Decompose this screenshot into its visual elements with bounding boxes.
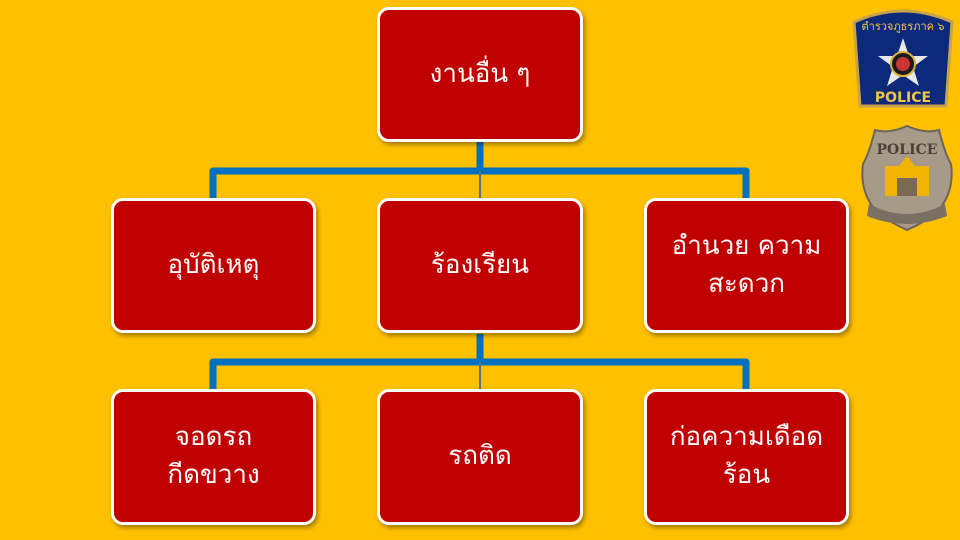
node-label: ก่อความเดือดร้อน <box>669 422 824 490</box>
node-other-work[interactable]: งานอื่น ๆ <box>377 7 583 142</box>
node-complaint[interactable]: ร้องเรียน <box>377 198 583 333</box>
node-label: อุบัติเหตุ <box>167 249 260 280</box>
svg-text:ตำรวจภูธรภาค ๖: ตำรวจภูธรภาค ๖ <box>862 20 945 33</box>
node-facilitation[interactable]: อำนวย ความสะดวก <box>644 198 849 333</box>
node-disturbance[interactable]: ก่อความเดือดร้อน <box>644 389 849 525</box>
svg-text:POLICE: POLICE <box>875 90 931 106</box>
gate-emblem-icon <box>885 156 929 196</box>
station-police-badge-logo: POLICE <box>861 124 953 232</box>
node-label: อำนวย ความสะดวก <box>671 230 822 299</box>
node-obstructive-parking[interactable]: จอดรถ กีดขวาง <box>111 389 316 525</box>
node-traffic-jam[interactable]: รถติด <box>377 389 583 525</box>
node-label: ร้องเรียน <box>430 249 530 280</box>
node-accident[interactable]: อุบัติเหตุ <box>111 198 316 333</box>
svg-text:POLICE: POLICE <box>877 142 938 158</box>
star-emblem-icon <box>878 38 928 86</box>
node-label: จอดรถ กีดขวาง <box>167 422 286 490</box>
node-label: งานอื่น ๆ <box>429 58 531 89</box>
node-label: รถติด <box>448 441 512 472</box>
regional-police-badge-logo: ตำรวจภูธรภาค ๖ POLICE <box>852 9 954 108</box>
